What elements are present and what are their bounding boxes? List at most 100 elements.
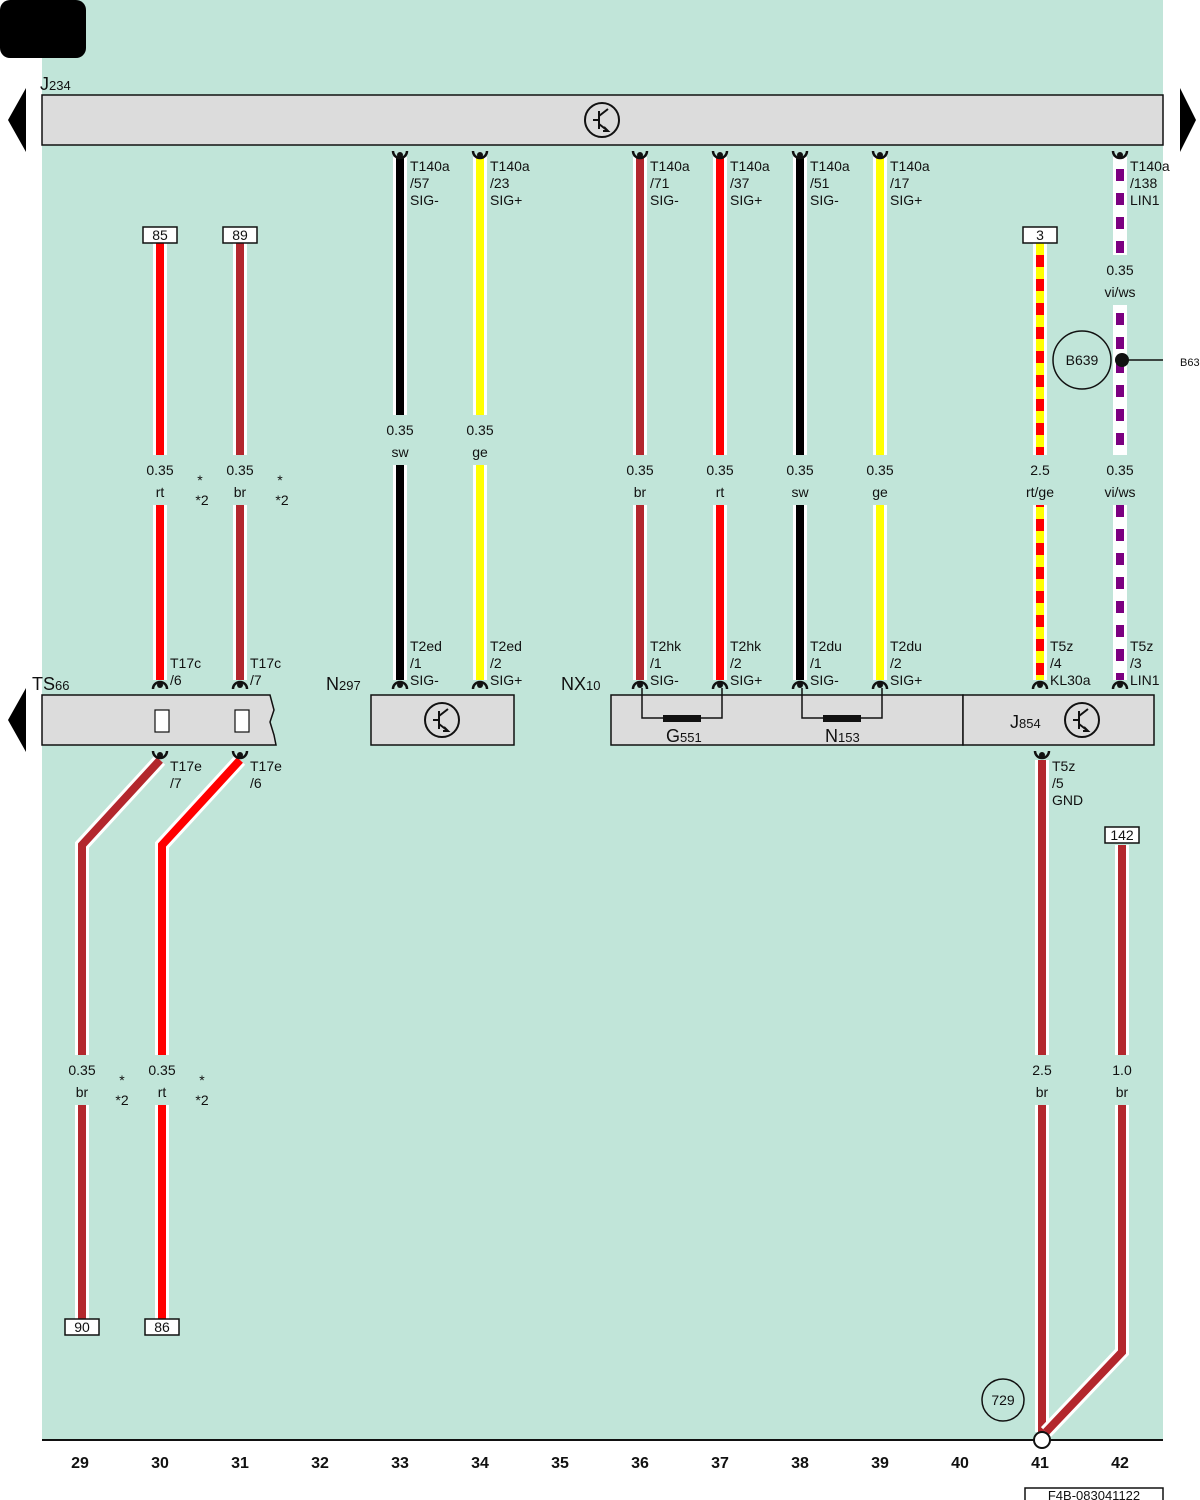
j234-pin-label: LIN1: [1130, 192, 1160, 208]
column-number: 40: [951, 1455, 969, 1472]
module-pin-label: T2du: [810, 638, 842, 654]
wire-color: rt: [156, 484, 165, 500]
pin-terminal: [151, 750, 169, 760]
j234-pin-label: T140a: [810, 158, 850, 174]
module-pin-label: T2hk: [650, 638, 682, 654]
j234-bus: J234: [40, 74, 1164, 146]
pin-terminal: [151, 680, 169, 690]
wire-color: sw: [391, 444, 409, 460]
pin-terminal: [791, 150, 809, 160]
g551-label: G551: [666, 726, 702, 746]
wire-size: 0.35: [226, 462, 253, 478]
column-number: 41: [1031, 1455, 1049, 1472]
pin-terminal: [471, 150, 489, 160]
wire-color: ge: [472, 444, 488, 460]
module-pin-label: SIG-: [410, 672, 439, 688]
j854-pin-label: T5z: [1052, 758, 1075, 774]
j234-pin-label: T140a: [730, 158, 770, 174]
wire-lower-42: [1040, 845, 1129, 1437]
pin-terminal: [1033, 750, 1051, 760]
wire-color: br: [634, 484, 647, 500]
ts66-continue-left-arrow[interactable]: [8, 688, 26, 752]
j234-pin-label: /51: [810, 175, 830, 191]
module-pin-label: T5z: [1050, 638, 1073, 654]
column-number: 36: [631, 1455, 649, 1472]
wire-size: 0.35: [146, 462, 173, 478]
j234-pin-label: T140a: [1130, 158, 1170, 174]
module-pin-label: SIG+: [890, 672, 922, 688]
wire-ref-142: 142: [1104, 826, 1140, 844]
j234-pin-label: /37: [730, 175, 750, 191]
module-pin-label: SIG+: [730, 672, 762, 688]
column-number: 31: [231, 1455, 249, 1472]
wire-color: vi/ws: [1104, 284, 1135, 300]
j234-label: J234: [40, 74, 71, 94]
svg-text:90: 90: [74, 1319, 90, 1335]
n153-label: N153: [825, 726, 860, 746]
pin-terminal: [391, 150, 409, 160]
j234-pin-label: /71: [650, 175, 670, 191]
module-pin-label: LIN1: [1130, 672, 1160, 688]
wire-note: *2: [195, 492, 208, 508]
nx10-label: NX10: [561, 674, 600, 694]
wire-color: br: [76, 1084, 89, 1100]
j234-pin-label: SIG-: [410, 192, 439, 208]
j234-pin-label: /57: [410, 175, 430, 191]
column-number: 34: [471, 1455, 489, 1472]
module-pin-label: /1: [810, 655, 822, 671]
footer-code-box: [1024, 1487, 1164, 1500]
wire-color: ge: [872, 484, 888, 500]
wire-size: 0.35: [786, 462, 813, 478]
nx10-box: NX10 G551 N153: [561, 674, 964, 746]
module-pin-label: T5z: [1130, 638, 1153, 654]
wire-color: br: [1116, 1084, 1129, 1100]
wire-ref-86: 86: [144, 1318, 180, 1336]
wire-size: 2.5: [1032, 1062, 1052, 1078]
b639-connector: B639 B639: [1052, 330, 1200, 390]
module-pin-label: T2hk: [730, 638, 762, 654]
valve-icon: [424, 702, 460, 738]
ts66-pin-label: /7: [170, 775, 182, 791]
ts66-box: TS66: [32, 674, 277, 746]
pin-terminal: [1031, 680, 1049, 690]
wire-size: 2.5: [1030, 462, 1050, 478]
wire-size: 0.35: [626, 462, 653, 478]
wire-note: *2: [275, 492, 288, 508]
wire-size: 0.35: [706, 462, 733, 478]
j234-pin-label: /23: [490, 175, 510, 191]
j234-control-unit-icon: [584, 102, 620, 138]
wire-note: *2: [195, 1092, 208, 1108]
continue-left-arrow[interactable]: [8, 88, 26, 152]
wire-size: 0.35: [68, 1062, 95, 1078]
ts66-pin-label: /7: [250, 672, 262, 688]
j234-pin-label: T140a: [410, 158, 450, 174]
wire-ref-85: 85: [142, 226, 178, 244]
pin-terminal: [231, 750, 249, 760]
wire-color: rt/ge: [1026, 484, 1054, 500]
continue-right-arrow[interactable]: [1180, 88, 1196, 152]
ground-point: 729: [981, 1378, 1025, 1422]
column-number: 37: [711, 1455, 729, 1472]
j854-pin-label: /5: [1052, 775, 1064, 791]
pin-terminal: [631, 680, 649, 690]
pin-terminal: [711, 150, 729, 160]
ts66-pin-label: T17c: [250, 655, 281, 671]
wire-size: 0.35: [148, 1062, 175, 1078]
module-pin-label: T2ed: [410, 638, 442, 654]
ground-terminal: [1033, 1431, 1051, 1449]
pin-terminal: [711, 680, 729, 690]
wire-size: 0.35: [1106, 462, 1133, 478]
module-pin-label: /2: [890, 655, 902, 671]
wire-size: 0.35: [386, 422, 413, 438]
wire-ref-90: 90: [64, 1318, 100, 1336]
column-number: 29: [71, 1455, 89, 1472]
junction-dot: [1115, 353, 1129, 367]
pin-terminal: [231, 680, 249, 690]
wire-size: 0.35: [466, 422, 493, 438]
ts66-pin-label: /6: [170, 672, 182, 688]
fuse-icon: [234, 709, 250, 733]
labels-layer: 0.35rt85**2T17c/60.35br89**2T17c/70.35sw…: [64, 150, 1170, 1336]
j234-pin-label: T140a: [490, 158, 530, 174]
wire-lower-29: [75, 755, 166, 1320]
